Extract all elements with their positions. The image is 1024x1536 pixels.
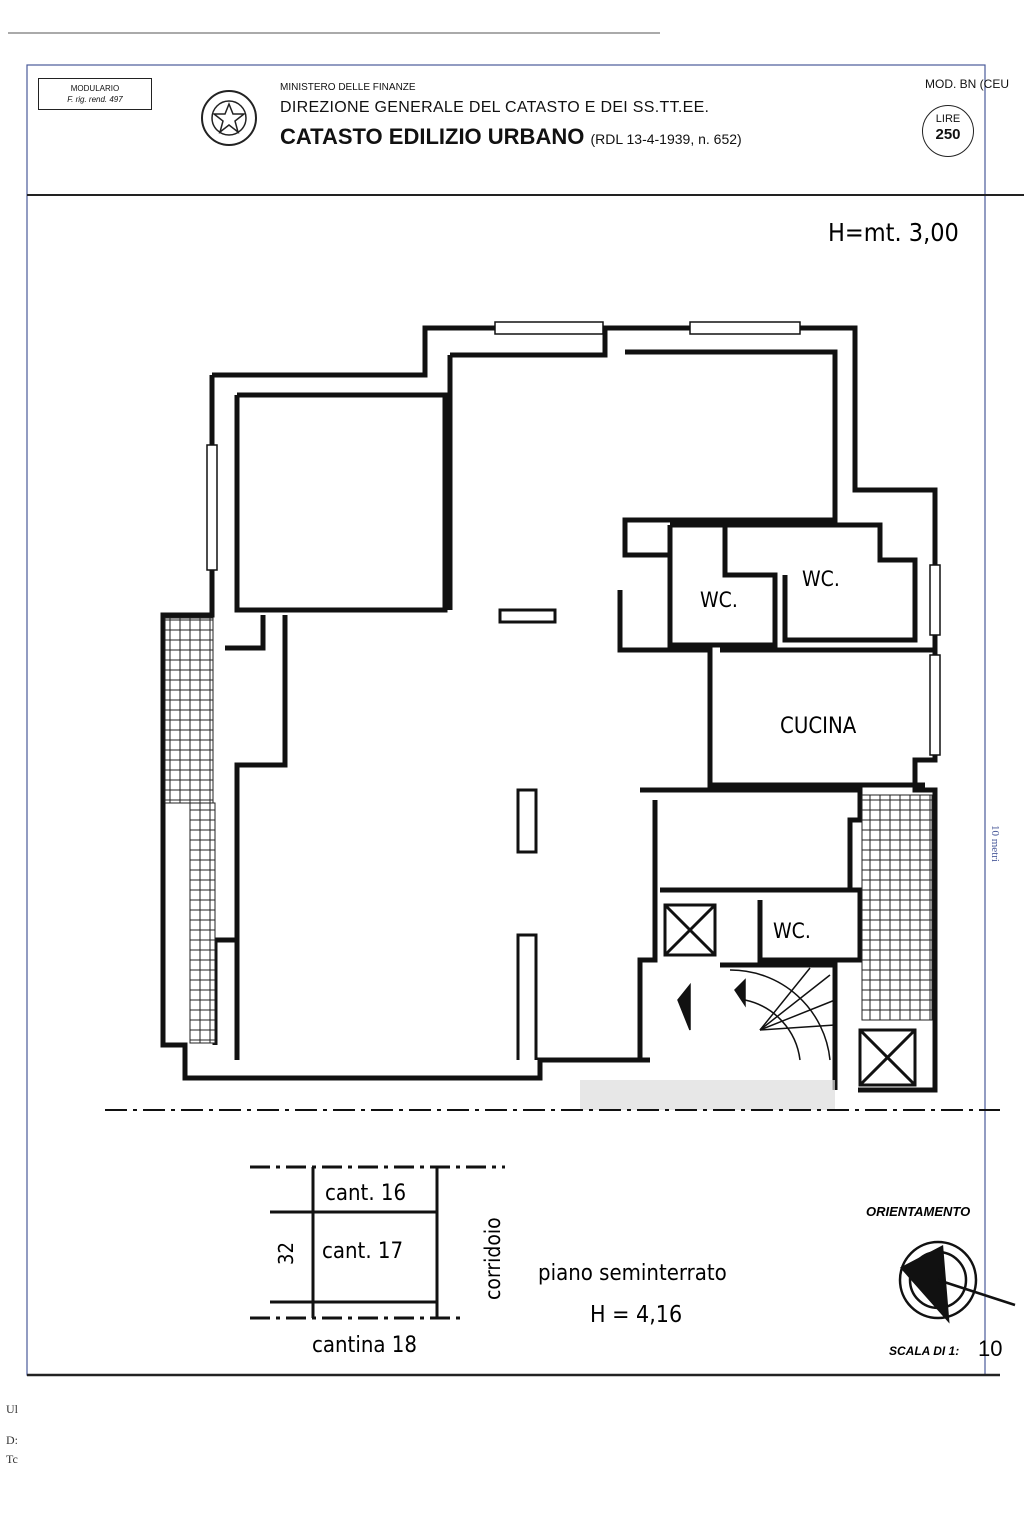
- windows: [206, 321, 941, 756]
- modulario-sub: F. rig. rend. 497: [67, 95, 123, 104]
- basement-height: H = 4,16: [590, 1302, 682, 1328]
- catasto-title: CATASTO EDILIZIO URBANO: [280, 124, 585, 149]
- main-height-label: H=mt. 3,00: [828, 218, 959, 247]
- dimension-label: 32: [274, 1242, 298, 1265]
- basement-title: piano seminterrato: [538, 1261, 727, 1286]
- elevator-icon: [663, 903, 917, 1087]
- basement-cellars: [250, 1165, 505, 1320]
- staircase: [677, 967, 836, 1061]
- room-label-cucina: CUCINA: [780, 714, 857, 739]
- left-fragment: Ul: [6, 1402, 18, 1416]
- lire-value: 250: [935, 126, 961, 143]
- north-arrow-icon: [898, 1240, 1016, 1324]
- scale-value: 10: [978, 1336, 1002, 1361]
- cellar-16-label: cant. 16: [325, 1181, 406, 1206]
- emblem-icon: [201, 90, 257, 146]
- apartment-walls: [160, 325, 938, 1093]
- modulario-label: MODULARIO: [70, 84, 120, 93]
- stamp-lire: LIRE 250: [922, 105, 974, 157]
- model-code: MOD. BN (CEU: [925, 77, 1009, 91]
- orientation-label: ORIENTAMENTO: [866, 1204, 970, 1219]
- rdl-reference: (RDL 13-4-1939, n. 652): [590, 131, 742, 147]
- room-label-wc: WC.: [700, 588, 738, 612]
- left-fragment: Tc: [6, 1452, 18, 1466]
- room-label-wc: WC.: [802, 567, 840, 591]
- directorate-label: DIREZIONE GENERALE DEL CATASTO E DEI SS.…: [280, 99, 710, 116]
- document-title: CATASTO EDILIZIO URBANO (RDL 13-4-1939, …: [280, 124, 742, 150]
- cellar-17-label: cant. 17: [322, 1239, 403, 1264]
- room-label-wc: WC.: [773, 919, 811, 943]
- corridor-label: corridoio: [481, 1217, 505, 1300]
- terrace-tiles: [164, 617, 933, 1044]
- lire-label: LIRE: [935, 113, 961, 125]
- scale-side-label: 10 metri: [989, 825, 1001, 862]
- ministry-label: MINISTERO DELLE FINANZE: [280, 82, 416, 93]
- modulario-box: MODULARIO F. rig. rend. 497: [38, 78, 152, 110]
- scale-label: SCALA DI 1:: [889, 1344, 959, 1358]
- cellar-18-label: cantina 18: [312, 1333, 417, 1358]
- left-fragment: D:: [6, 1433, 18, 1447]
